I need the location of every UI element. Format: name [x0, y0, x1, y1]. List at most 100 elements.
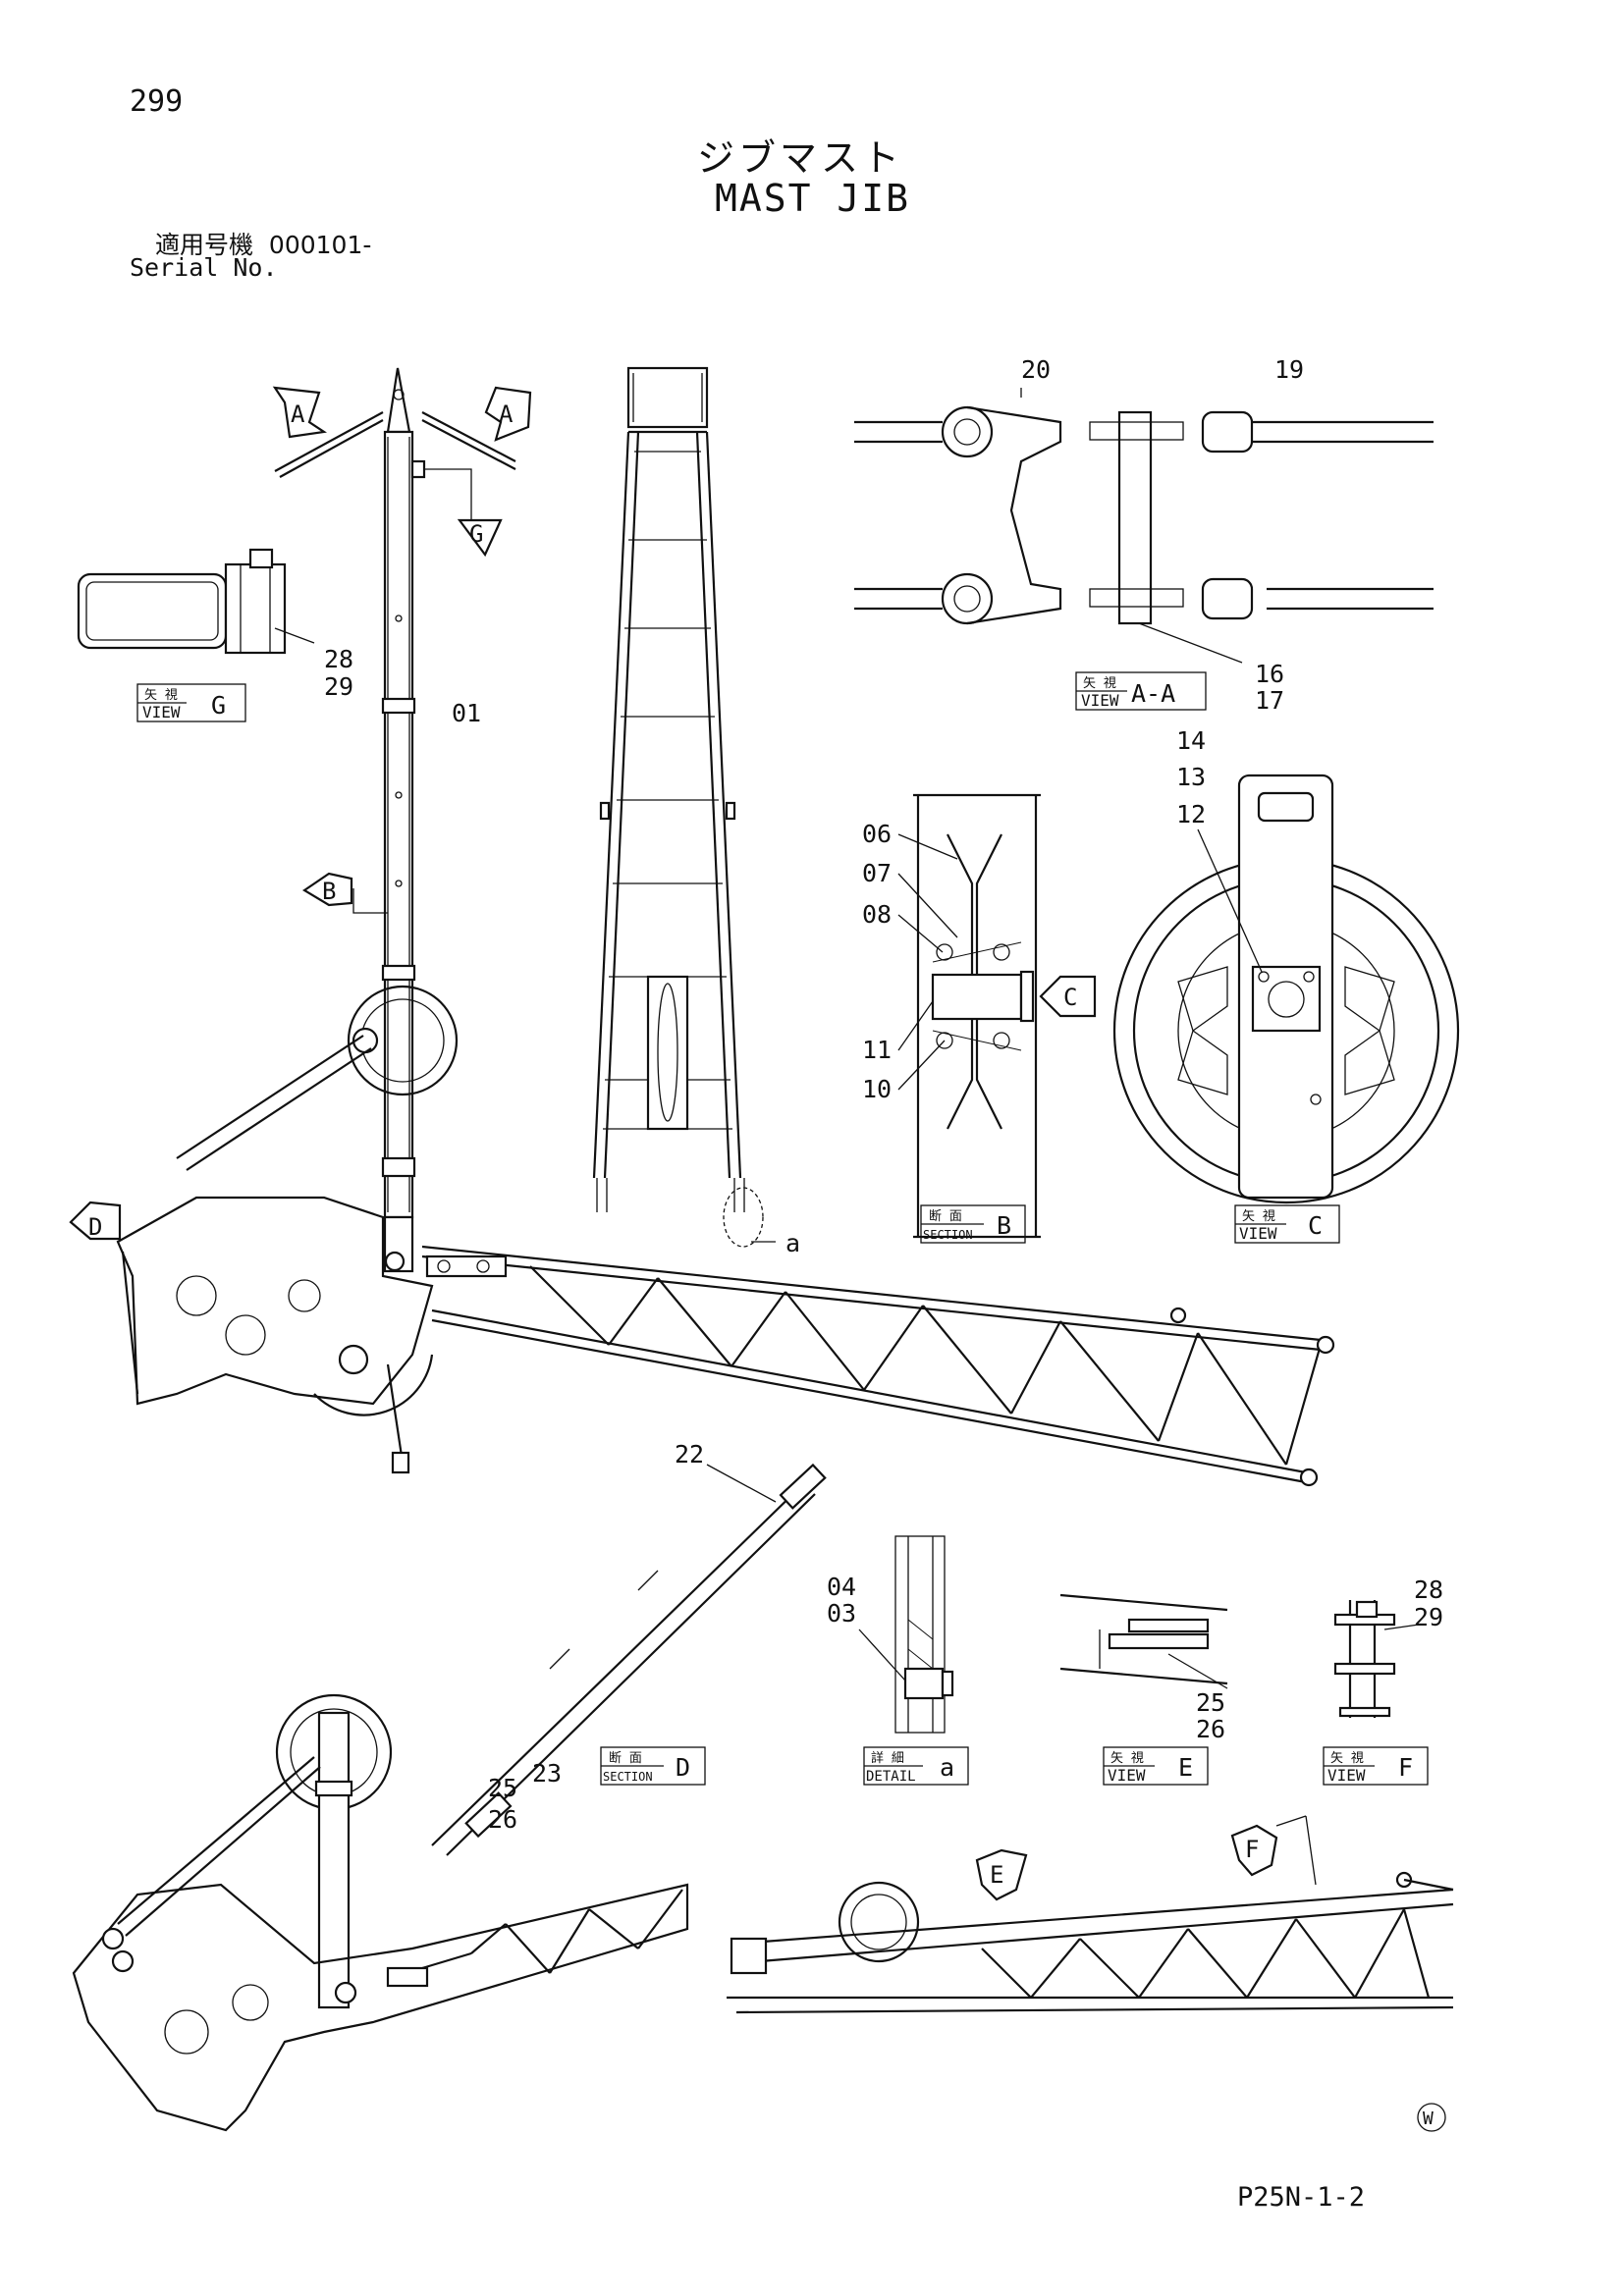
section-b-label: 断 面 SECTION B: [920, 1204, 1026, 1244]
jib-lattice: [421, 1245, 1335, 1487]
view-c-jp: 矢 視: [1242, 1209, 1275, 1224]
sheave-icon: [838, 1881, 920, 1963]
part-number-01: 01: [452, 699, 481, 727]
part-number-25-e: 25: [1196, 1688, 1225, 1717]
part-number-12: 12: [1176, 800, 1206, 828]
view-e-en: VIEW: [1108, 1766, 1146, 1785]
view-g-en: VIEW: [142, 703, 181, 721]
part-number-06: 06: [862, 820, 892, 848]
view-e-label: 矢 視 VIEW E: [1103, 1746, 1209, 1786]
section-b-en: SECTION: [923, 1228, 973, 1242]
section-d-letter: D: [676, 1753, 690, 1782]
view-aa-en: VIEW: [1081, 691, 1119, 710]
main-mast-assembly: A A G B: [69, 367, 532, 1474]
part-number-19: 19: [1274, 355, 1304, 384]
page-number: 299: [130, 84, 184, 119]
serial-label-jp-text: 適用号機: [155, 231, 254, 259]
view-c-letter: C: [1308, 1211, 1323, 1240]
lower-right-stowed-jib: E F: [727, 1815, 1454, 2014]
sheave-icon: [347, 985, 459, 1096]
circled-w-icon: W: [1417, 2103, 1446, 2132]
detail-a-drawing: 04 03: [827, 1535, 954, 1734]
part-number-26-e: 26: [1196, 1715, 1225, 1743]
serial-label-japanese: 適用号機 000101-: [155, 226, 371, 261]
view-arrow-icon: B: [301, 872, 353, 907]
arrow-label-e: E: [990, 1861, 1003, 1889]
part-number-28-f: 28: [1414, 1575, 1443, 1604]
serial-value: 000101-: [268, 231, 372, 259]
document-code: P25N-1-2: [1237, 2182, 1366, 2213]
section-b-letter: B: [997, 1211, 1011, 1240]
part-number-16: 16: [1255, 660, 1284, 688]
view-f-letter: F: [1398, 1753, 1413, 1782]
view-arrow-icon: D: [69, 1201, 122, 1241]
view-arrow-icon: A: [484, 386, 532, 442]
view-f-label: 矢 視 VIEW F: [1323, 1746, 1429, 1786]
part-number-29-g: 29: [324, 672, 353, 701]
part-number-10: 10: [862, 1075, 892, 1103]
part-number-11: 11: [862, 1036, 892, 1064]
part-number-29-f: 29: [1414, 1603, 1443, 1631]
part-number-23: 23: [532, 1759, 562, 1788]
view-g-letter: G: [211, 691, 226, 720]
arrow-label-g: G: [469, 520, 483, 548]
view-aa-detail: 20 19 16 17: [854, 355, 1434, 715]
lower-left-assembly: [72, 1693, 689, 2132]
view-f-detail: 28 29: [1333, 1575, 1443, 1718]
part-number-14: 14: [1176, 726, 1206, 755]
circled-w-letter: W: [1423, 2109, 1434, 2129]
view-arrow-icon: A: [272, 386, 328, 439]
view-e-letter: E: [1178, 1753, 1193, 1782]
view-c-en: VIEW: [1239, 1224, 1277, 1243]
detail-a-jp: 詳 細: [871, 1750, 904, 1766]
section-b-detail: C 06 07 08 11 10: [862, 793, 1097, 1239]
view-aa-label: 矢 視 VIEW A-A: [1075, 671, 1207, 711]
view-aa-letter: A-A: [1131, 679, 1175, 708]
view-arrow-icon: G: [457, 518, 503, 558]
part-number-13: 13: [1176, 763, 1206, 791]
section-b-jp: 断 面: [929, 1209, 962, 1224]
section-d-label: 断 面 SECTION D: [600, 1746, 706, 1786]
view-arrow-icon: E: [975, 1848, 1028, 1901]
arrow-label-a-right: A: [499, 400, 514, 428]
title-english: MAST JIB: [715, 177, 911, 220]
part-number-17: 17: [1255, 686, 1284, 715]
view-f-en: VIEW: [1327, 1766, 1366, 1785]
view-f-jp: 矢 視: [1330, 1751, 1364, 1766]
view-arrow-icon: F: [1230, 1824, 1278, 1877]
view-g-detail: 28 29 01: [77, 548, 481, 727]
part-number-28-g: 28: [324, 645, 353, 673]
serial-label-english: Serial No.: [130, 253, 278, 282]
title-japanese: ジブマスト: [697, 136, 904, 180]
part-number-22: 22: [675, 1440, 704, 1468]
part-number-03: 03: [827, 1599, 856, 1628]
arrow-label-b: B: [322, 878, 336, 905]
view-aa-jp: 矢 視: [1083, 676, 1116, 691]
arrow-label-d: D: [88, 1213, 102, 1241]
detail-a-label: 詳 細 DETAIL a: [863, 1746, 969, 1786]
part-number-07: 07: [862, 859, 892, 887]
view-arrow-icon: C: [1039, 975, 1097, 1018]
part-number-20: 20: [1021, 355, 1051, 384]
view-c-label: 矢 視 VIEW C: [1234, 1204, 1340, 1244]
mast-front-view: a: [592, 366, 800, 1257]
section-d-en: SECTION: [603, 1770, 653, 1784]
view-c-detail: 14 13 12: [1112, 726, 1460, 1204]
view-e-jp: 矢 視: [1110, 1751, 1144, 1766]
part-number-04: 04: [827, 1573, 856, 1601]
section-d-jp: 断 面: [609, 1751, 642, 1766]
part-number-25-d: 25: [488, 1774, 517, 1802]
detail-a-en: DETAIL: [866, 1769, 916, 1785]
arrow-label-a-left: A: [291, 400, 305, 428]
detail-a-callout: a: [785, 1229, 800, 1257]
part-number-08: 08: [862, 900, 892, 929]
arrow-label-c: C: [1063, 984, 1077, 1011]
detail-a-letter: a: [940, 1753, 954, 1782]
part-number-26-d: 26: [488, 1805, 517, 1834]
view-g-label: 矢 視 VIEW G: [136, 683, 246, 722]
view-g-jp: 矢 視: [144, 688, 178, 703]
view-e-detail: 25 26: [1059, 1593, 1228, 1743]
arrow-label-f: F: [1245, 1836, 1259, 1863]
section-d-detail: 22 23 25 26: [431, 1440, 827, 1856]
